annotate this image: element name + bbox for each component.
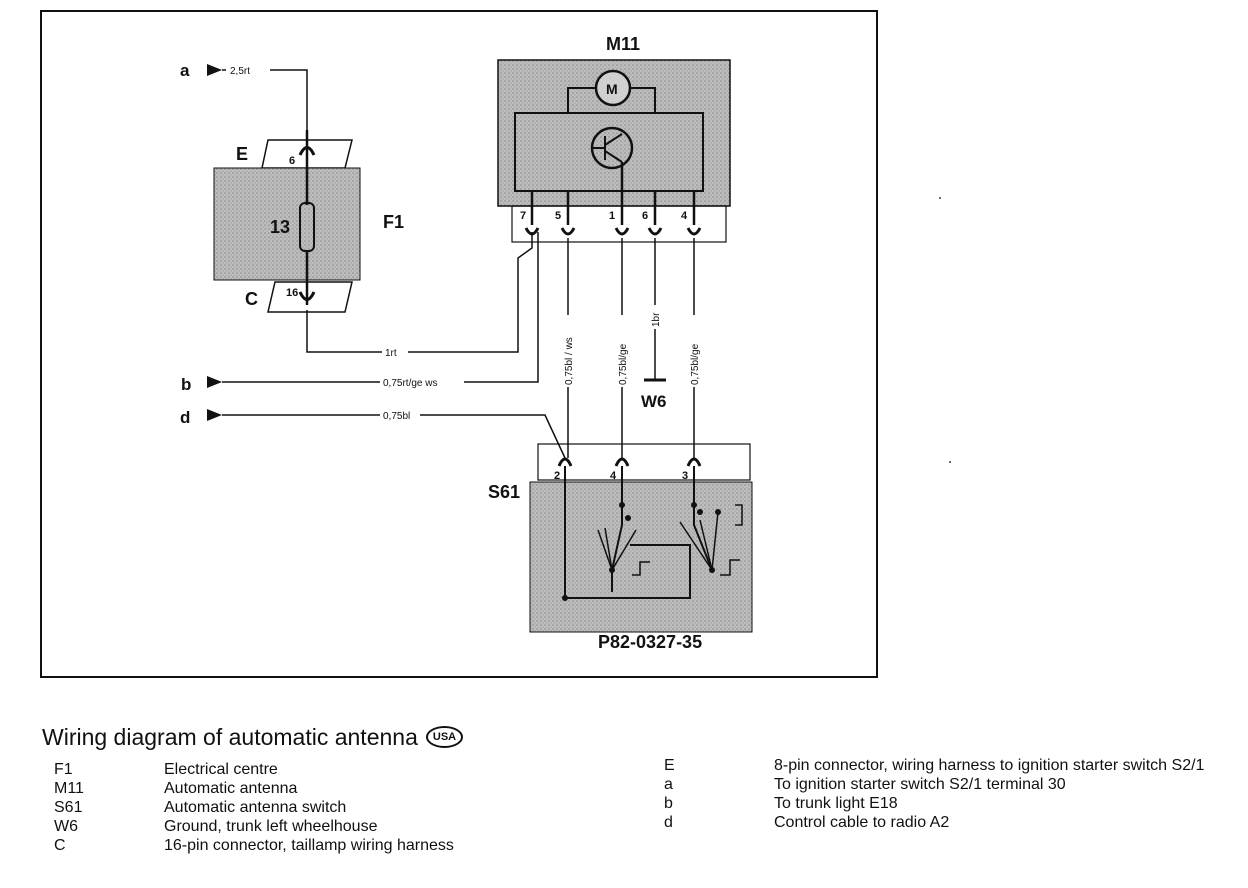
legend-desc: Automatic antenna switch [164,799,347,816]
legend-code: M11 [54,780,84,797]
wire-m4-label: 0,75bl/ge [690,343,701,385]
wire-c-return-label: 1rt [385,348,397,359]
legend-code: a [664,776,673,793]
e-pin-label: 6 [289,155,295,167]
motor-label: M [606,81,618,97]
legend-row: M11 Automatic antenna [54,779,454,798]
s61-pin-2: 2 [554,470,560,482]
e-connector-label: E [236,144,248,164]
legend-row: W6 Ground, trunk left wheelhouse [54,817,454,836]
legend-row: F1 Electrical centre [54,760,454,779]
legend-code: C [54,837,66,854]
terminal-d-label: d [180,408,190,427]
legend-desc: 8-pin connector, wiring harness to ignit… [774,757,1205,774]
wire-d: 0,75bl d [180,408,566,459]
legend-code: W6 [54,818,78,835]
caption-title: Wiring diagram of automatic antenna [42,724,418,750]
legend-code: S61 [54,799,83,816]
figure-code: P82-0327-35 [598,632,702,652]
legend-desc: To trunk light E18 [774,795,898,812]
legend-row: a To ignition starter switch S2/1 termina… [664,775,1214,794]
diagram-frame [40,10,878,678]
w6-label: W6 [641,392,667,411]
m11-automatic-antenna: M11 M 7 5 1 6 4 [497,34,731,243]
legend-code: d [664,814,673,831]
s61-label: S61 [488,482,520,502]
wiring-diagram: 13 F1 E C 6 16 2,5rt a 1rt 0,75rt/ge ws … [40,10,951,678]
terminal-b-label: b [181,375,191,394]
legend-right: E 8-pin connector, wiring harness to igni… [664,756,1214,832]
legend-row: E 8-pin connector, wiring harness to igni… [664,756,1214,775]
s61-antenna-switch: 2 4 3 S61 [488,443,753,633]
m11-pin-4: 4 [681,210,688,222]
legend-desc: Electrical centre [164,761,278,778]
legend-desc: Ground, trunk left wheelhouse [164,818,378,835]
legend-desc: 16-pin connector, taillamp wiring harnes… [164,837,454,854]
wire-m5-label: 0,75bl / ws [564,337,575,385]
legend-code: F1 [54,761,73,778]
m11-pin-1: 1 [609,210,615,222]
wire-b: 0,75rt/ge ws b [181,232,539,394]
usa-badge: USA [425,726,464,748]
legend-desc: Automatic antenna [164,780,298,797]
legend-desc: Control cable to radio A2 [774,814,950,831]
wire-b-label: 0,75rt/ge ws [383,378,437,389]
legend-row: C 16-pin connector, taillamp wiring harne… [54,836,454,855]
legend-row: d Control cable to radio A2 [664,813,1214,832]
m11-pin-6: 6 [642,210,648,222]
f1-label: F1 [383,212,404,232]
fuse-13-label: 13 [270,217,290,237]
m11-pin-5: 5 [555,210,561,222]
legend-code: b [664,795,673,812]
diagram-caption: Wiring diagram of automatic antenna USA [42,722,464,752]
f1-electrical-centre: 13 F1 E C 6 16 [213,130,404,313]
m11-pin-7: 7 [520,210,526,222]
wire-c-return: 1rt [306,232,533,359]
legend-code: E [664,757,675,774]
s61-pin-4: 4 [610,470,617,482]
m11-label: M11 [606,34,640,54]
wire-a-label: 2,5rt [230,66,250,77]
c-pin-label: 16 [286,287,298,299]
terminal-a-label: a [180,61,190,80]
wire-d-label: 0,75bl [383,411,410,422]
m11-to-s61-wires: 0,75bl / ws 0,75bl/ge 1br 0,75bl/ge W6 [562,238,701,458]
wire-m6-label: 1br [651,312,662,327]
c-connector-label: C [245,289,258,309]
legend-row: b To trunk light E18 [664,794,1214,813]
s61-pin-3: 3 [682,470,688,482]
wire-a: 2,5rt a [180,61,308,132]
legend-desc: To ignition starter switch S2/1 terminal… [774,776,1066,793]
wire-m1-label: 0,75bl/ge [618,343,629,385]
legend-row: S61 Automatic antenna switch [54,798,454,817]
